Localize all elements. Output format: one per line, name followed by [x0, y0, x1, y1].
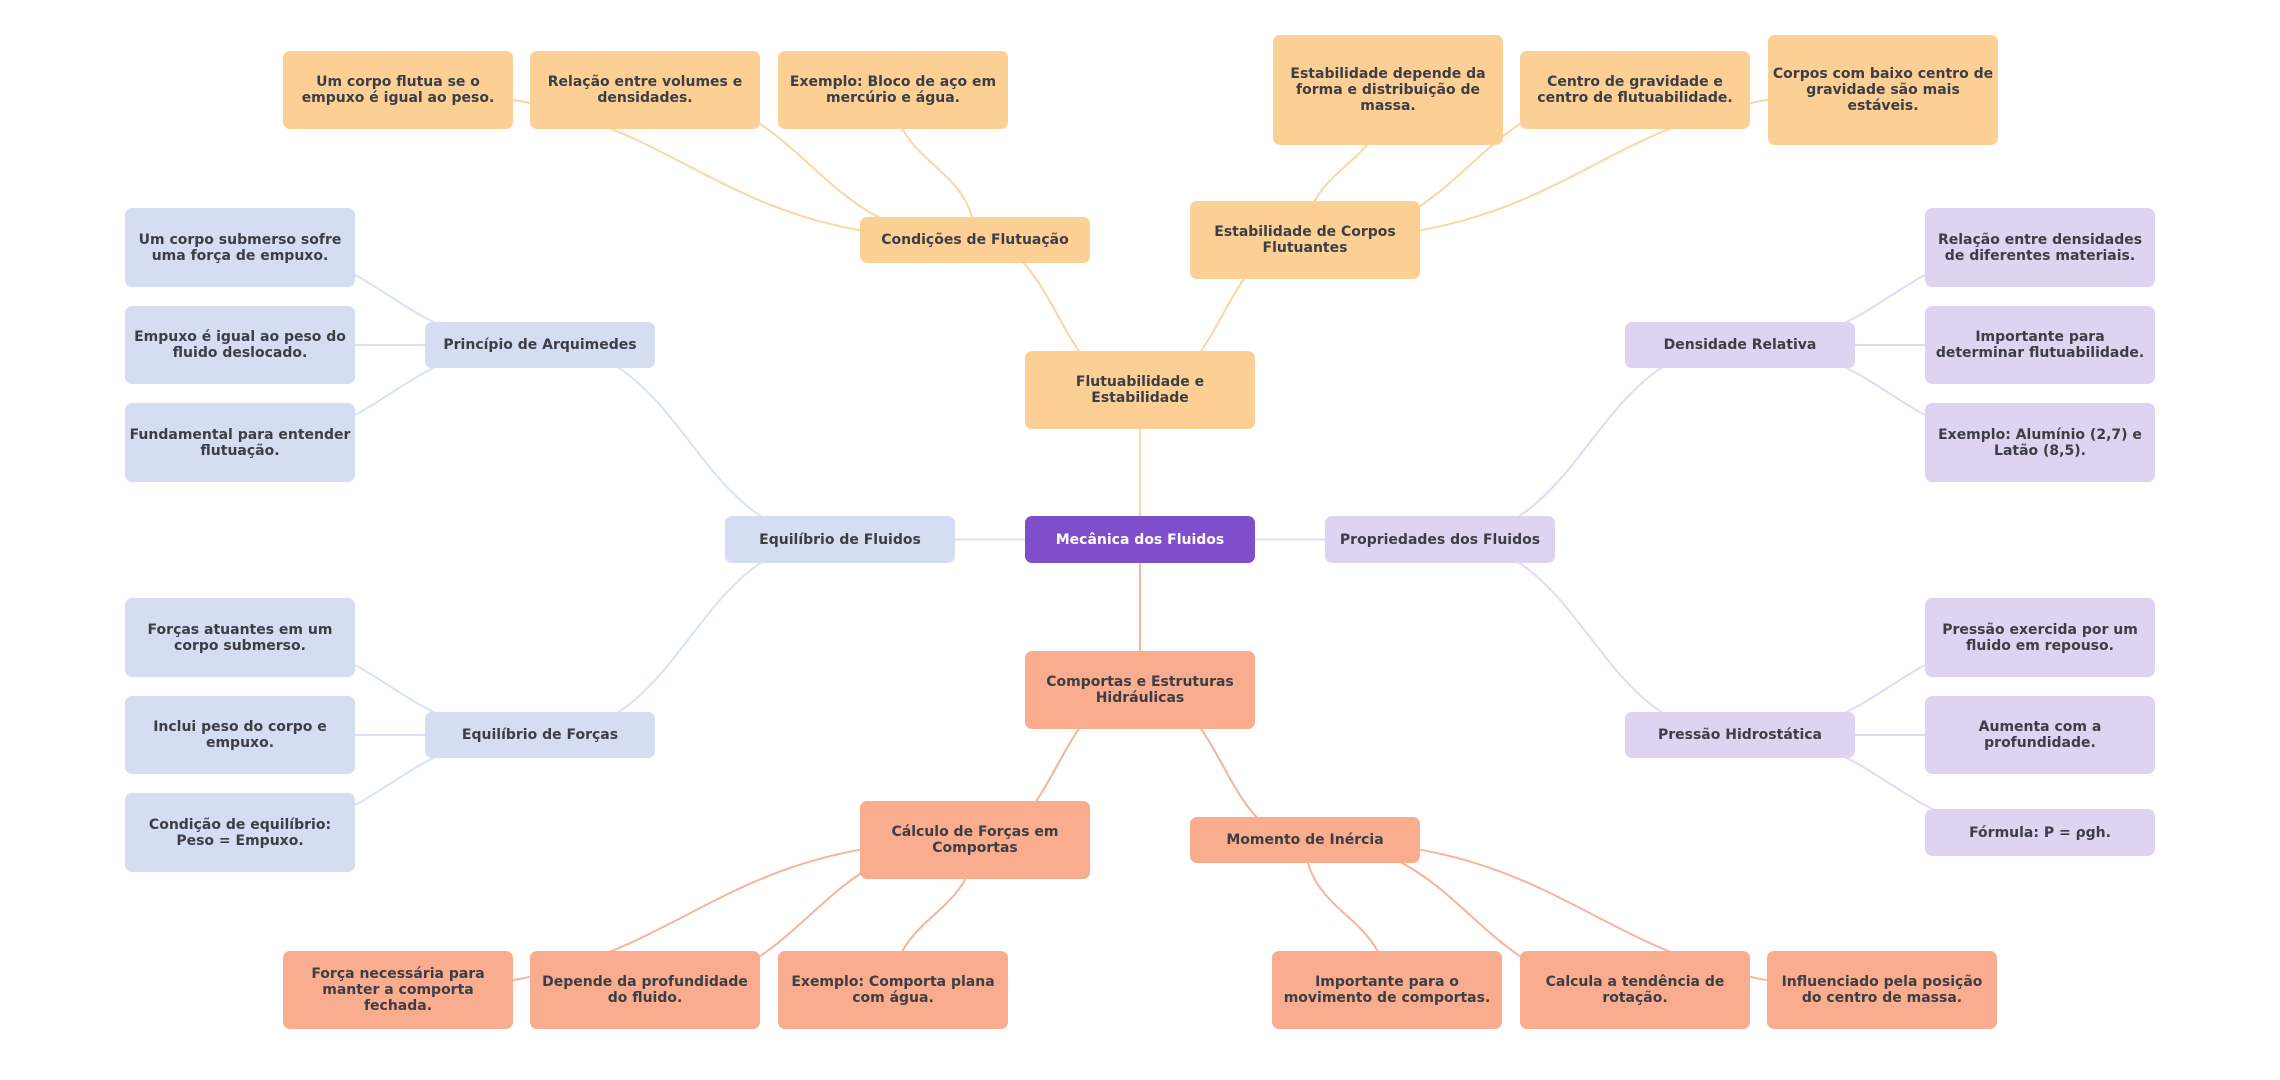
leaf-momento-1[interactable]: Importante para o movimento de comportas…: [1272, 951, 1502, 1029]
node-densidade-relativa[interactable]: Densidade Relativa: [1625, 322, 1855, 368]
leaf-densidade-1[interactable]: Relação entre densidades de diferentes m…: [1925, 208, 2155, 287]
branch-propriedades-fluidos[interactable]: Propriedades dos Fluidos: [1325, 516, 1555, 563]
leaf-forcas-1[interactable]: Forças atuantes em um corpo submerso.: [125, 598, 355, 677]
leaf-calculo-3[interactable]: Exemplo: Comporta plana com água.: [778, 951, 1008, 1029]
leaf-label: Aumenta com a profundidade.: [1978, 719, 2102, 751]
node-momento-inercia[interactable]: Momento de Inércia: [1190, 817, 1420, 863]
branch-label: Comportas e Estruturas Hidráulicas: [1046, 674, 1234, 706]
leaf-label: Um corpo flutua se o empuxo é igual ao p…: [301, 74, 495, 106]
edge-node-principio-arquimedes: [539, 344, 841, 541]
branch-equilibrio-fluidos[interactable]: Equilíbrio de Fluidos: [725, 516, 955, 563]
node-condicoes-flutuacao[interactable]: Condições de Flutuação: [860, 217, 1090, 263]
branch-label: Propriedades dos Fluidos: [1339, 531, 1541, 548]
leaf-label: Centro de gravidade e centro de flutuabi…: [1537, 74, 1733, 106]
leaf-momento-3[interactable]: Influenciado pela posição do centro de m…: [1767, 951, 1997, 1029]
leaf-arquimedes-2[interactable]: Empuxo é igual ao peso do fluido desloca…: [125, 306, 355, 384]
node-label: Pressão Hidrostática: [1657, 727, 1823, 743]
leaf-estabilidade-2[interactable]: Centro de gravidade e centro de flutuabi…: [1520, 51, 1750, 129]
branch-label: Equilíbrio de Fluidos: [759, 531, 921, 548]
leaf-label: Importante para determinar flutuabilidad…: [1935, 329, 2145, 361]
node-calculo-forcas[interactable]: Cálculo de Forças em Comportas: [860, 801, 1090, 879]
node-estabilidade-corpos[interactable]: Estabilidade de Corpos Flutuantes: [1190, 201, 1420, 279]
leaf-label: Estabilidade depende da forma e distribu…: [1290, 66, 1486, 114]
leaf-calculo-2[interactable]: Depende da profundidade do fluido.: [530, 951, 760, 1029]
leaf-pressao-3[interactable]: Fórmula: P = ρgh.: [1925, 809, 2155, 856]
node-label: Princípio de Arquimedes: [443, 337, 637, 353]
edge-node-densidade-relativa: [1439, 344, 1741, 541]
leaf-label: Condição de equilíbrio: Peso = Empuxo.: [148, 816, 332, 849]
node-label: Equilíbrio de Forças: [461, 727, 619, 743]
node-label: Cálculo de Forças em Comportas: [891, 824, 1059, 856]
leaf-label: Exemplo: Bloco de aço em mercúrio e água…: [789, 74, 997, 106]
node-equilibrio-forcas[interactable]: Equilíbrio de Forças: [425, 712, 655, 758]
node-label: Estabilidade de Corpos Flutuantes: [1214, 224, 1396, 256]
leaf-label: Corpos com baixo centro de gravidade são…: [1772, 66, 1994, 114]
edge-node-pressao-hidrostatica: [1439, 538, 1741, 736]
leaf-label: Influenciado pela posição do centro de m…: [1781, 974, 1983, 1006]
branch-comportas[interactable]: Comportas e Estruturas Hidráulicas: [1025, 651, 1255, 729]
leaf-label: Forças atuantes em um corpo submerso.: [147, 621, 333, 654]
leaf-label: Pressão exercida por um fluido em repous…: [1942, 621, 2138, 654]
leaf-densidade-3[interactable]: Exemplo: Alumínio (2,7) e Latão (8,5).: [1925, 403, 2155, 482]
leaf-condicoes-1[interactable]: Um corpo flutua se o empuxo é igual ao p…: [283, 51, 513, 129]
leaf-estabilidade-1[interactable]: Estabilidade depende da forma e distribu…: [1273, 35, 1503, 145]
branch-label: Flutuabilidade e Estabilidade: [1075, 374, 1205, 406]
leaf-label: Exemplo: Alumínio (2,7) e Latão (8,5).: [1938, 426, 2142, 459]
leaf-label: Calcula a tendência de rotação.: [1545, 974, 1725, 1006]
leaf-label: Empuxo é igual ao peso do fluido desloca…: [134, 329, 346, 361]
leaf-estabilidade-3[interactable]: Corpos com baixo centro de gravidade são…: [1768, 35, 1998, 145]
leaf-label: Depende da profundidade do fluido.: [542, 974, 748, 1006]
leaf-forcas-3[interactable]: Condição de equilíbrio: Peso = Empuxo.: [125, 793, 355, 872]
node-principio-arquimedes[interactable]: Princípio de Arquimedes: [425, 322, 655, 368]
leaf-densidade-2[interactable]: Importante para determinar flutuabilidad…: [1925, 306, 2155, 384]
leaf-pressao-2[interactable]: Aumenta com a profundidade.: [1925, 696, 2155, 774]
leaf-label: Fórmula: P = ρgh.: [1969, 824, 2111, 841]
root-node[interactable]: Mecânica dos Fluidos: [1025, 516, 1255, 563]
node-label: Densidade Relativa: [1663, 337, 1817, 353]
leaf-arquimedes-3[interactable]: Fundamental para entender flutuação.: [125, 403, 355, 482]
leaf-condicoes-3[interactable]: Exemplo: Bloco de aço em mercúrio e água…: [778, 51, 1008, 129]
leaf-arquimedes-1[interactable]: Um corpo submerso sofre uma força de emp…: [125, 208, 355, 287]
root-label: Mecânica dos Fluidos: [1055, 531, 1225, 548]
leaf-calculo-1[interactable]: Força necessária para manter a comporta …: [283, 951, 513, 1029]
leaf-label: Relação entre volumes e densidades.: [547, 74, 743, 106]
leaf-label: Fundamental para entender flutuação.: [129, 426, 351, 459]
leaf-forcas-2[interactable]: Inclui peso do corpo e empuxo.: [125, 696, 355, 774]
leaf-label: Relação entre densidades de diferentes m…: [1937, 231, 2143, 264]
leaf-momento-2[interactable]: Calcula a tendência de rotação.: [1520, 951, 1750, 1029]
leaf-pressao-1[interactable]: Pressão exercida por um fluido em repous…: [1925, 598, 2155, 677]
node-label: Momento de Inércia: [1226, 832, 1384, 848]
leaf-label: Exemplo: Comporta plana com água.: [791, 974, 995, 1006]
leaf-label: Força necessária para manter a comporta …: [311, 966, 485, 1014]
node-pressao-hidrostatica[interactable]: Pressão Hidrostática: [1625, 712, 1855, 758]
leaf-label: Importante para o movimento de comportas…: [1283, 974, 1491, 1006]
leaf-condicoes-2[interactable]: Relação entre volumes e densidades.: [530, 51, 760, 129]
edge-node-equilibrio-forcas: [539, 538, 841, 736]
leaf-label: Um corpo submerso sofre uma força de emp…: [138, 231, 342, 264]
leaf-label: Inclui peso do corpo e empuxo.: [153, 719, 327, 751]
branch-flutuabilidade[interactable]: Flutuabilidade e Estabilidade: [1025, 351, 1255, 429]
node-label: Condições de Flutuação: [881, 232, 1069, 248]
